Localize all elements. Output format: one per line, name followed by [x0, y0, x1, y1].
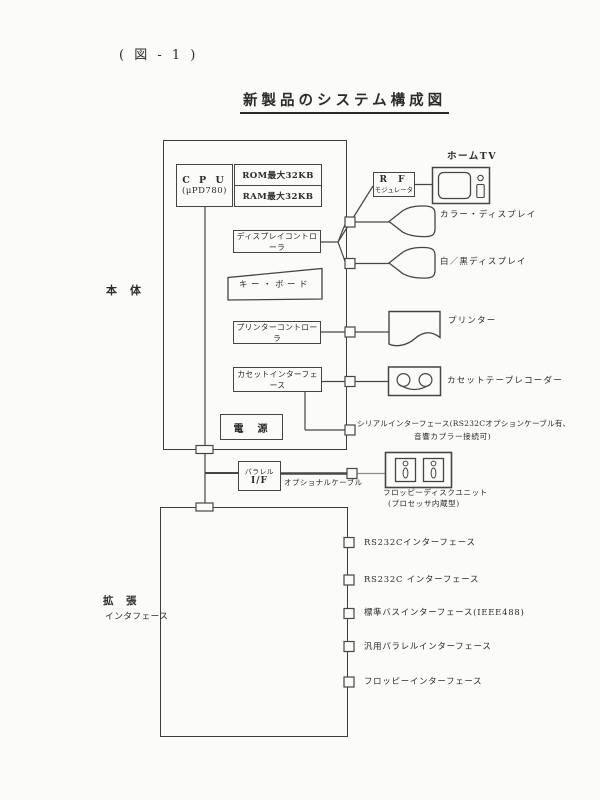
floppy-drive-1-slot — [402, 467, 409, 479]
floppy-drive-2-hub — [430, 460, 437, 467]
power-supply-label: 電 源 — [233, 423, 270, 435]
power-supply-box: 電 源 — [220, 414, 283, 440]
diagram-title: 新製品のシステム構成図 — [240, 92, 450, 115]
expansion-interface-ieee488: 標準バスインターフェース(IEEE488) — [364, 607, 525, 617]
connector-square-cable — [346, 467, 358, 480]
cassette-reel-right — [418, 373, 433, 388]
cassette-reel-left — [396, 373, 411, 388]
floppy-drive-1 — [394, 457, 417, 483]
tv-knob-icon — [477, 174, 484, 182]
rom-label: ROM最大32KB — [235, 165, 321, 187]
tv-body — [431, 166, 491, 205]
ram-label: RAM最大32KB — [242, 192, 314, 203]
parallel-if-box: パラレル I/F — [238, 461, 281, 491]
rom-ram-box: ROM最大32KB RAM最大32KB — [234, 164, 322, 207]
floppy-unit-note: (プロセッサ内蔵型) — [388, 499, 460, 508]
color-display-label: カラー・ディスプレイ — [440, 210, 537, 220]
expansion-box — [160, 507, 348, 737]
serial-interface-label-line2: 音響カプラー接続可) — [414, 432, 492, 441]
parallel-label: パラレル — [244, 468, 275, 476]
keyboard-label: キー・ボード — [238, 280, 311, 290]
rf-modulator-label: モジュレータ — [374, 187, 414, 194]
printer-controller-label: プリンターコントローラ — [236, 322, 318, 343]
floppy-drive-2-slot — [430, 467, 437, 479]
display-controller-label: ディスプレイコントローラ — [236, 231, 318, 252]
bw-crt-icon — [387, 246, 436, 279]
tv-icon — [431, 166, 491, 205]
cassette-icon — [387, 366, 442, 397]
cassette-body — [387, 366, 442, 397]
color-crt-icon — [387, 205, 436, 238]
expansion-interface-parallel: 汎用パラレルインターフェース — [364, 641, 492, 651]
printer-label: プリンター — [448, 316, 497, 326]
expansion-interface-floppy: フロッピーインターフェース — [364, 676, 483, 686]
if-label: I/F — [251, 476, 268, 486]
tv-speaker-icon — [476, 183, 485, 199]
rf-modulator-box: R F モジュレータ — [373, 172, 415, 197]
floppy-unit-label: フロッピーディスクユニット — [383, 488, 488, 497]
rf-label: R F — [379, 175, 409, 185]
expansion-label-line2: インタフェース — [105, 612, 169, 622]
cpu-label: C P U — [182, 175, 227, 186]
expansion-label-line1: 拡 張 — [103, 595, 138, 607]
floppy-unit-icon — [384, 451, 453, 489]
expansion-interface-rs232c-1: RS232Cインターフェース — [364, 537, 476, 547]
main-unit-label: 本 体 — [106, 284, 142, 297]
cassette-recorder-label: カセットテープレコーダー — [447, 376, 563, 386]
figure-number: ( 図 - 1 ) — [119, 48, 199, 63]
tv-screen — [437, 171, 472, 200]
cpu-chip-label: (μPD780) — [182, 186, 227, 196]
floppy-drive-1-hub — [402, 460, 409, 467]
cassette-interface-box: カセットインターフェース — [233, 367, 322, 392]
bw-display-label: 白／黒ディスプレイ — [440, 257, 527, 267]
floppy-unit-body — [384, 451, 453, 489]
optional-cable-label: オプショナルケーブル — [284, 478, 363, 487]
display-controller-box: ディスプレイコントローラ — [233, 230, 321, 253]
cpu-box: C P U (μPD780) — [176, 164, 233, 207]
expansion-interface-rs232c-2: RS232C インターフェース — [364, 574, 480, 584]
printer-icon — [388, 310, 441, 347]
cassette-tape-path — [398, 383, 431, 391]
main-unit-box — [163, 140, 347, 450]
serial-interface-label-line1: シリアルインターフェース(RS232Cオプションケーブル有、 — [357, 419, 571, 428]
cassette-interface-label: カセットインターフェース — [237, 369, 318, 390]
printer-controller-box: プリンターコントローラ — [233, 321, 321, 344]
floppy-drive-2 — [422, 457, 445, 483]
home-tv-label: ホームTV — [447, 151, 498, 162]
